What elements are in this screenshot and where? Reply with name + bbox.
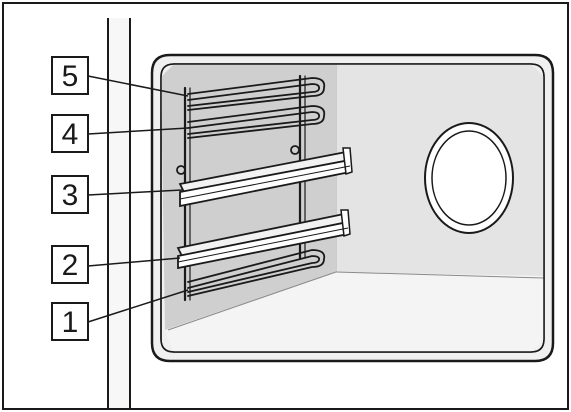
telescopic-rail-3 (178, 147, 353, 208)
door-frame (107, 18, 131, 408)
callout-2: 2 (51, 245, 89, 284)
shelf-label-2: 2 (62, 249, 79, 282)
callout-3: 3 (51, 175, 89, 214)
cavity-floor (165, 272, 544, 352)
fan-cover (424, 122, 514, 234)
telescopic-rail-2 (176, 209, 351, 270)
leader-lines (87, 75, 189, 323)
shelf-label-4: 4 (62, 118, 79, 151)
shelf-label-3: 3 (62, 179, 79, 212)
shelf-label-1: 1 (62, 306, 79, 339)
callout-1: 1 (51, 302, 89, 341)
callout-4: 4 (51, 114, 89, 153)
callout-5: 5 (51, 56, 89, 95)
shelf-label-5: 5 (62, 60, 79, 93)
